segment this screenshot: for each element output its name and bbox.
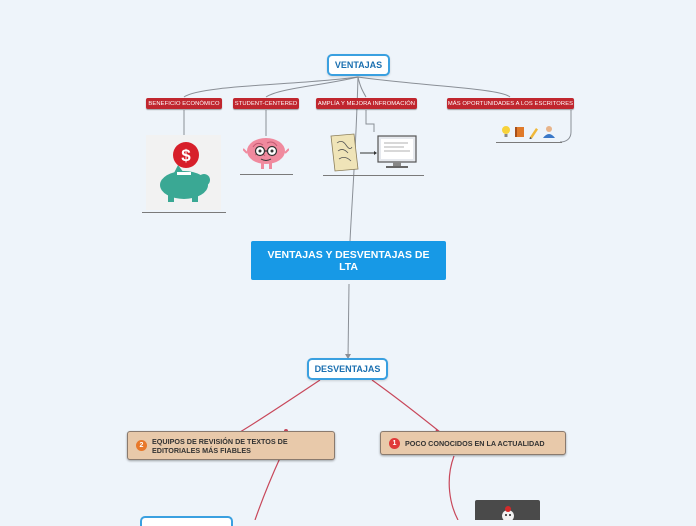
desventajas-node[interactable]: DESVENTAJAS — [307, 358, 388, 380]
connector-amplia-image — [365, 110, 375, 132]
partial-outline-node[interactable] — [140, 516, 233, 526]
svg-text:$: $ — [181, 146, 191, 165]
oportunidades-icon-row — [500, 125, 558, 139]
book-icon — [515, 127, 524, 137]
beneficio-underline — [142, 212, 226, 213]
branch-amplia-mejora[interactable]: AMPLÍA Y MEJORA INFROMACIÓN — [316, 98, 417, 109]
paper-to-computer-icon — [328, 133, 420, 173]
lightbulb-icon — [502, 126, 510, 137]
central-topic[interactable]: VENTAJAS Y DESVENTAJAS DE LTA — [251, 241, 446, 280]
person-icon — [543, 126, 555, 138]
connector-poco-child — [448, 455, 459, 520]
desventajas-label: DESVENTAJAS — [314, 364, 381, 374]
priority-2-badge: 2 — [136, 440, 147, 451]
arrow-to-desventajas — [345, 354, 351, 359]
desventaja-poco-conocidos[interactable]: 1 POCO CONOCIDOS EN LA ACTUALIDAD — [380, 431, 566, 455]
connector-ventajas-amplia — [357, 76, 367, 98]
connector-central-desventajas — [347, 283, 350, 359]
connector-equipos-child — [254, 457, 281, 520]
branch-beneficio-economico[interactable]: BENEFICIO ECONÓMICO — [146, 98, 222, 109]
cartoon-character-image — [475, 500, 540, 520]
central-topic-label: VENTAJAS Y DESVENTAJAS DE LTA — [267, 248, 430, 273]
brain-glasses-icon — [242, 135, 290, 171]
student-underline — [240, 174, 293, 175]
connector-ventajas-student — [265, 76, 359, 98]
oportunidades-underline — [496, 142, 562, 143]
connector-ventajas-oportunidades — [357, 76, 511, 98]
priority-1-badge: 1 — [389, 437, 400, 449]
branch-amplia-label: AMPLÍA Y MEJORA INFROMACIÓN — [317, 100, 416, 107]
piggy-bank-dollar-icon: $ — [146, 135, 221, 210]
connector-desventajas-poco — [371, 379, 441, 433]
pencil-icon — [529, 128, 538, 139]
ventajas-label: VENTAJAS — [334, 60, 383, 70]
branch-beneficio-label: BENEFICIO ECONÓMICO — [148, 100, 220, 107]
ventajas-node[interactable]: VENTAJAS — [327, 54, 390, 76]
desventaja-equipos-label: EQUIPOS DE REVISIÓN DE TEXTOS DE EDITORI… — [152, 436, 288, 455]
connector-desventajas-equipos — [239, 379, 321, 433]
amplia-underline — [323, 175, 424, 176]
branch-student-centered[interactable]: STUDENT-CENTERED — [233, 98, 299, 109]
desventaja-equipos-revision[interactable]: 2 EQUIPOS DE REVISIÓN DE TEXTOS DE EDITO… — [127, 431, 335, 460]
connector-ventajas-beneficio — [183, 76, 359, 98]
branch-oportunidades-label: MÁS OPORTUNIDADES A LOS ESCRITORES — [447, 100, 574, 107]
desventaja-poco-label: POCO CONOCIDOS EN LA ACTUALIDAD — [405, 438, 545, 448]
branch-student-label: STUDENT-CENTERED — [234, 100, 298, 107]
branch-mas-oportunidades[interactable]: MÁS OPORTUNIDADES A LOS ESCRITORES — [447, 98, 574, 109]
connector-oportunidades-icons — [559, 110, 572, 143]
